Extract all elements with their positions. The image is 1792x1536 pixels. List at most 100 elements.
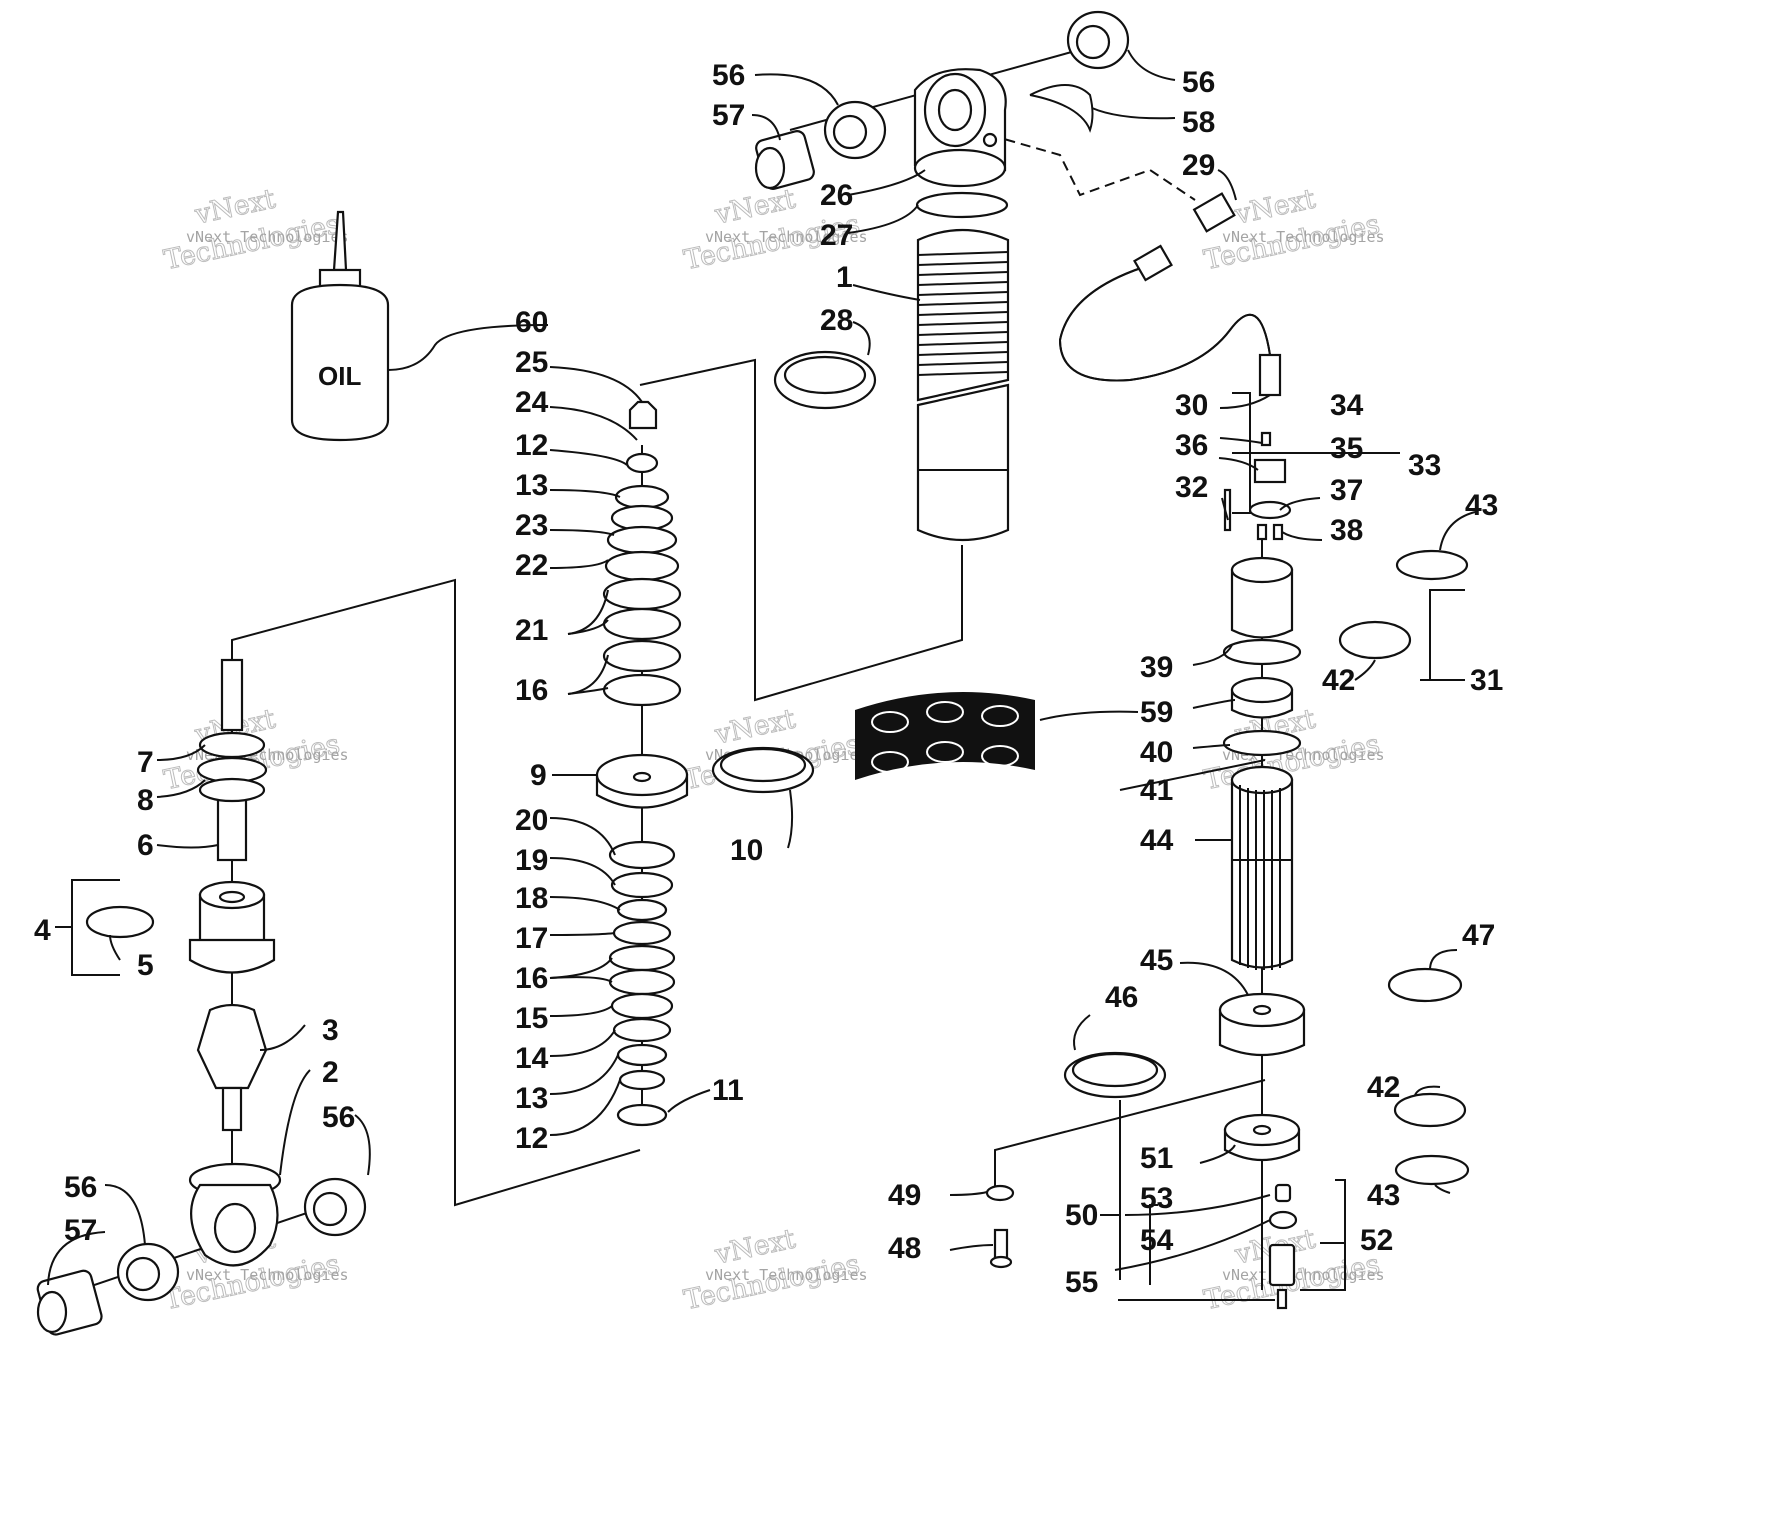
callout-58: 58 [1182,106,1215,139]
bumper-3 [196,1003,268,1132]
svg-text:vNext Technologies: vNext Technologies [1222,1266,1385,1284]
svg-text:vNext Technologies: vNext Technologies [186,1266,349,1284]
callout-48: 48 [888,1232,921,1265]
callout-25: 25 [515,346,548,379]
callout-28: 28 [820,304,853,337]
callout-17: 17 [515,922,548,955]
callout-41: 41 [1140,774,1173,807]
shock-body-1 [916,228,1010,402]
o-ring-42-upper [1338,620,1412,660]
valve-53 [1274,1183,1292,1203]
o-ring-5 [85,905,155,939]
svg-text:vNext Technologies: vNext Technologies [186,228,349,246]
watermark: vNext Technologies [1201,183,1383,277]
floating-piston-40 [1230,676,1294,719]
callout-7: 7 [137,746,154,779]
callout-60: 60 [515,306,548,339]
band-46 [1063,1051,1167,1099]
callout-46: 46 [1105,981,1138,1014]
callout-12: 12 [515,429,548,462]
callout-27: 27 [820,219,853,252]
callout-57: 57 [64,1214,97,1247]
callout-24: 24 [515,386,549,419]
decal-59 [855,692,1035,780]
reservoir-end-cap-51 [1223,1113,1301,1161]
callout-1: 1 [836,261,853,294]
callout-26: 26 [820,179,853,212]
callout-34: 34 [1330,389,1364,422]
callout-35: 35 [1330,432,1363,465]
lower-bushing-57 [36,1269,103,1336]
callout-13: 13 [515,1082,548,1115]
callout-33: 33 [1408,449,1441,482]
callout-21: 21 [515,614,548,647]
callout-43: 43 [1465,489,1498,522]
callout-14: 14 [515,1042,549,1075]
callout-5: 5 [137,949,154,982]
callout-9: 9 [530,759,547,792]
top-bushing-57 [754,130,815,190]
reservoir-hose-30 [1058,192,1282,397]
callout-16: 16 [515,674,548,707]
callout-labels: 56 57 56 58 26 29 27 1 28 60 25 24 12 13… [34,59,1503,1299]
lower-eye-mount-2 [188,1162,282,1267]
watermark: vNext Technologies [161,183,343,277]
reservoir-cap [1230,556,1294,639]
callout-30: 30 [1175,389,1208,422]
callout-29: 29 [1182,149,1215,182]
piston-band-10 [711,746,815,794]
adjuster-valve-33 [1223,431,1292,541]
callout-45: 45 [1140,944,1173,977]
callout-52: 52 [1360,1224,1393,1257]
watermark: vNext Technologies [681,1223,863,1317]
callout-4: 4 [34,914,51,947]
callout-56: 56 [322,1101,355,1134]
piston-9 [595,753,689,809]
callout-42: 42 [1322,664,1355,697]
callout-18: 18 [515,882,548,915]
piston-stack-upper [602,400,682,707]
callout-49: 49 [888,1179,921,1212]
callout-54: 54 [1140,1224,1174,1257]
callout-12: 12 [515,1122,548,1155]
callout-50: 50 [1065,1199,1098,1232]
callout-55: 55 [1065,1266,1098,1299]
top-bushing-56-left [823,100,887,160]
callout-56: 56 [1182,66,1215,99]
leader-lines [47,49,1476,1302]
piston-shaft-6 [196,658,268,862]
callout-16: 16 [515,962,548,995]
svg-text:vNext Technologies: vNext Technologies [1222,228,1385,246]
top-eye-mount [913,68,1007,188]
washer-54 [1268,1210,1298,1230]
oil-bottle: OIL [290,210,390,442]
callout-51: 51 [1140,1142,1173,1175]
callout-59: 59 [1140,696,1173,729]
svg-text:vNext Technologies: vNext Technologies [705,228,868,246]
callout-56: 56 [712,59,745,92]
lower-bushing-56-left [116,1242,180,1302]
base-valve-45 [1218,992,1306,1057]
callout-15: 15 [515,1002,548,1035]
snap-ring-43-lower [1394,1154,1470,1186]
valve-body-52 [1268,1243,1296,1287]
lower-bushing-56-right [303,1177,367,1237]
ring-47 [1387,967,1463,1003]
callout-6: 6 [137,829,154,862]
callout-31: 31 [1470,664,1503,697]
o-ring-41 [1222,729,1302,757]
callout-19: 19 [515,844,548,877]
screw-48 [989,1228,1013,1269]
screw-55 [1276,1288,1288,1310]
callout-13: 13 [515,469,548,502]
callout-53: 53 [1140,1182,1173,1215]
callout-20: 20 [515,804,548,837]
callout-43: 43 [1367,1179,1400,1212]
callout-22: 22 [515,549,548,582]
callout-11: 11 [712,1074,744,1107]
callout-36: 36 [1175,429,1208,462]
callout-10: 10 [730,834,763,867]
callout-37: 37 [1330,474,1363,507]
o-ring-42-lower [1393,1092,1467,1128]
